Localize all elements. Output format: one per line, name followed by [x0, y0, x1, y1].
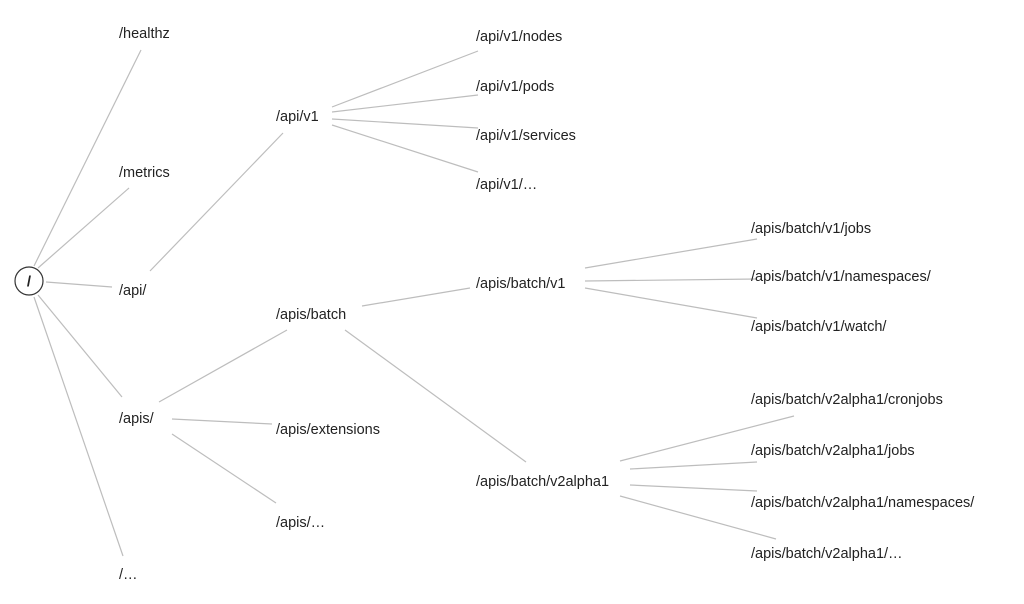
edge-v2-more: [619, 495, 777, 540]
node-v2alpha1-jobs[interactable]: /apis/batch/v2alpha1/jobs: [751, 443, 915, 459]
tree-edges: [33, 49, 795, 557]
edge-root-healthz: [33, 49, 142, 267]
node-batch-v1-watch[interactable]: /apis/batch/v1/watch/: [751, 319, 887, 335]
node-api-v1-pods[interactable]: /api/v1/pods: [476, 79, 554, 95]
node-v2alpha1-more[interactable]: /apis/batch/v2alpha1/…: [751, 546, 903, 562]
edge-v2-namespaces: [629, 484, 758, 492]
edge-apis-batch: [158, 329, 288, 403]
node-api-v1-services[interactable]: /api/v1/services: [476, 128, 576, 144]
node-api-v1[interactable]: /api/v1: [276, 109, 319, 125]
edge-v2-jobs: [629, 461, 758, 470]
node-metrics[interactable]: /metrics: [119, 165, 170, 181]
node-v2alpha1-cronjobs[interactable]: /apis/batch/v2alpha1/cronjobs: [751, 392, 943, 408]
node-api-v1-nodes[interactable]: /api/v1/nodes: [476, 29, 562, 45]
node-v2alpha1-namespaces[interactable]: /apis/batch/v2alpha1/namespaces/: [751, 495, 975, 511]
edge-api-apiv1: [149, 132, 284, 272]
edge-root-more: [33, 296, 124, 557]
node-batch-v1-jobs[interactable]: /apis/batch/v1/jobs: [751, 221, 871, 237]
node-batch-v1[interactable]: /apis/batch/v1: [476, 276, 565, 292]
edge-apiv1-more: [331, 124, 479, 173]
edge-apis-extensions: [171, 418, 273, 425]
node-root-more[interactable]: /…: [119, 567, 138, 583]
root-label: /: [27, 274, 32, 291]
node-apis-more[interactable]: /apis/…: [276, 515, 325, 531]
root-circle: [14, 266, 44, 296]
edge-apis-more: [171, 433, 277, 504]
node-api-v1-more[interactable]: /api/v1/…: [476, 177, 537, 193]
edge-v1-watch: [584, 287, 758, 319]
node-batch-v1-namespaces[interactable]: /apis/batch/v1/namespaces/: [751, 269, 932, 285]
node-healthz[interactable]: /healthz: [119, 26, 170, 42]
root-node[interactable]: /: [14, 266, 44, 296]
edge-v1-jobs: [584, 238, 758, 269]
edge-batch-v2alpha1: [344, 329, 527, 463]
node-api[interactable]: /api/: [119, 283, 147, 299]
edge-root-apis: [37, 294, 123, 398]
edge-apiv1-nodes: [331, 50, 479, 108]
node-batch-v2alpha1[interactable]: /apis/batch/v2alpha1: [476, 474, 609, 490]
edge-apiv1-services: [331, 118, 479, 129]
edge-root-metrics: [37, 187, 130, 269]
edge-v1-namespaces: [584, 278, 758, 282]
node-apis-extensions[interactable]: /apis/extensions: [276, 422, 380, 438]
edge-batch-v1: [361, 287, 471, 307]
node-apis[interactable]: /apis/: [119, 411, 155, 427]
tree-nodes: /healthz /metrics /api/ /apis/ /… /api/v…: [119, 26, 975, 583]
edge-root-api: [45, 281, 113, 288]
edge-v2-cronjobs: [619, 415, 795, 462]
node-apis-batch[interactable]: /apis/batch: [276, 307, 346, 323]
edge-apiv1-pods: [331, 94, 479, 113]
